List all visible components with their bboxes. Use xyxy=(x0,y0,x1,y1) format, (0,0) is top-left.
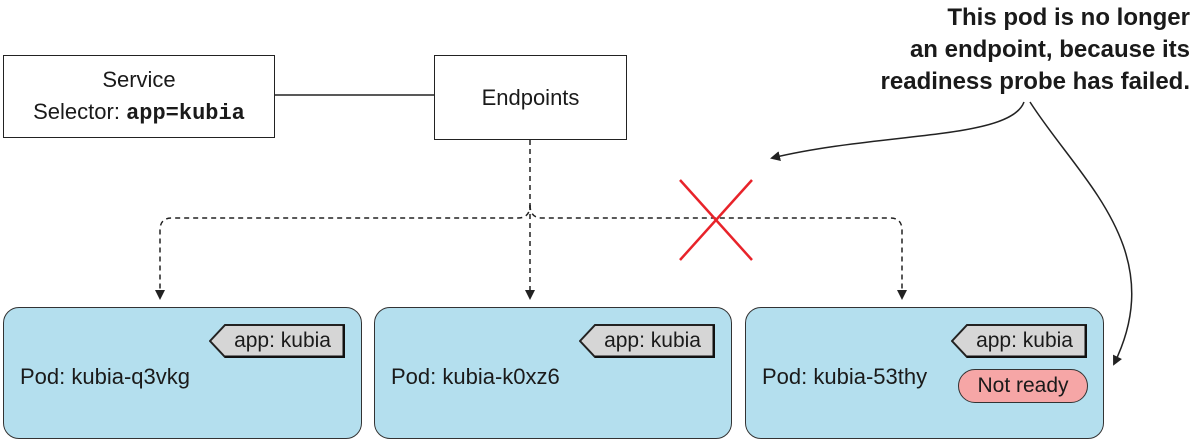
endpoints-box: Endpoints xyxy=(434,55,627,140)
service-title: Service xyxy=(102,66,176,92)
tag-shape-icon xyxy=(579,324,715,358)
service-box: Service Selector: app=kubia xyxy=(3,55,275,138)
tag-text: app: kubia xyxy=(234,329,331,352)
pod-label-tag: app: kubia xyxy=(951,324,1087,358)
red-cross-icon xyxy=(679,179,753,261)
service-selector: Selector: app=kubia xyxy=(33,96,245,130)
tag-text: app: kubia xyxy=(976,329,1073,352)
tag-shape-icon xyxy=(951,324,1087,358)
callout-text: This pod is no longer an endpoint, becau… xyxy=(854,2,1190,98)
tag-text: app: kubia xyxy=(604,329,701,352)
pod-label-tag: app: kubia xyxy=(209,324,345,358)
tag-shape-icon xyxy=(209,324,345,358)
callout-arrows xyxy=(770,101,1133,366)
endpoints-label: Endpoints xyxy=(481,84,580,110)
pod-name: Pod: kubia-q3vkg xyxy=(20,364,190,389)
selector-value: app=kubia xyxy=(126,100,245,126)
callout-line: an endpoint, because its xyxy=(909,36,1190,63)
endpoints-to-pods-dashed xyxy=(155,140,907,300)
pod-name: Pod: kubia-53thy xyxy=(762,364,928,389)
pod-label-tag: app: kubia xyxy=(579,324,715,358)
pod-kubia-q3vkg: app: kubia Pod: kubia-q3vkg xyxy=(3,307,362,439)
callout-line: readiness probe has failed. xyxy=(880,68,1190,95)
selector-label: Selector: xyxy=(33,98,120,124)
pod-kubia-53thy: app: kubia Pod: kubia-53thy Not ready xyxy=(745,307,1104,439)
not-ready-badge: Not ready xyxy=(958,369,1088,403)
pod-kubia-k0xz6: app: kubia Pod: kubia-k0xz6 xyxy=(374,307,732,439)
pod-name: Pod: kubia-k0xz6 xyxy=(391,364,560,389)
callout-line: This pod is no longer xyxy=(947,4,1190,31)
